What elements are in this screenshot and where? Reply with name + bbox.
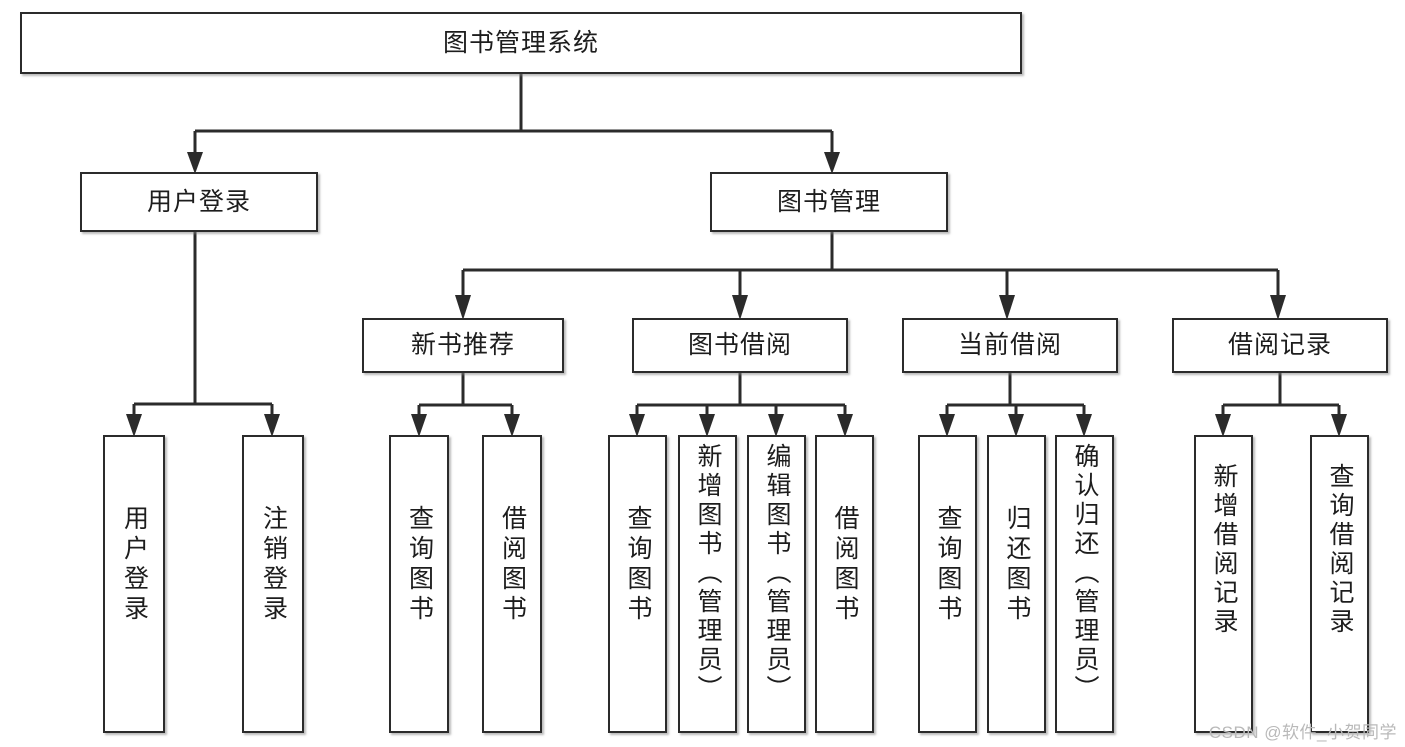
node-leaf-query-book-1[interactable]: 查询图书 — [389, 435, 449, 733]
node-leaf-borrow-book-2-label: 借阅图书 — [831, 505, 859, 625]
node-leaf-edit-book[interactable]: 编辑图书（管理员） — [747, 435, 806, 733]
node-leaf-confirm-return[interactable]: 确认归还（管理员） — [1055, 435, 1114, 733]
arrow-leaf-5 — [629, 414, 645, 437]
node-leaf-user-login[interactable]: 用户登录 — [103, 435, 165, 733]
node-leaf-logout[interactable]: 注销登录 — [242, 435, 304, 733]
node-root[interactable]: 图书管理系统 — [20, 12, 1022, 74]
node-book-borrow[interactable]: 图书借阅 — [632, 318, 848, 373]
node-leaf-query-book-2[interactable]: 查询图书 — [608, 435, 667, 733]
arrow-leaf-9 — [939, 414, 955, 437]
node-leaf-borrow-book-1[interactable]: 借阅图书 — [482, 435, 542, 733]
node-leaf-query-record-label: 查询借阅记录 — [1326, 463, 1354, 637]
node-leaf-confirm-return-label: 确认归还（管理员） — [1071, 443, 1099, 704]
node-leaf-query-record[interactable]: 查询借阅记录 — [1310, 435, 1369, 733]
arrow-leaf-6 — [699, 414, 715, 437]
node-leaf-add-record[interactable]: 新增借阅记录 — [1194, 435, 1253, 733]
csdn-watermark: CSDN @软件_小贺同学 — [1208, 723, 1397, 742]
arrow-book-borrow — [732, 295, 748, 320]
node-book-manage[interactable]: 图书管理 — [710, 172, 948, 232]
node-leaf-borrow-book-2[interactable]: 借阅图书 — [815, 435, 874, 733]
arrow-leaf-10 — [1008, 414, 1024, 437]
node-new-book-rec[interactable]: 新书推荐 — [362, 318, 564, 373]
node-borrow-record-label: 借阅记录 — [1227, 331, 1332, 359]
node-book-manage-label: 图书管理 — [776, 187, 881, 216]
node-leaf-user-login-label: 用户登录 — [120, 505, 149, 625]
node-leaf-add-book[interactable]: 新增图书（管理员） — [678, 435, 737, 733]
arrow-user-login — [187, 152, 203, 174]
node-leaf-edit-book-label: 编辑图书（管理员） — [763, 443, 791, 704]
node-leaf-add-book-label: 新增图书（管理员） — [694, 443, 722, 704]
node-leaf-query-book-2-label: 查询图书 — [624, 505, 652, 625]
node-new-book-rec-label: 新书推荐 — [410, 331, 515, 359]
node-leaf-borrow-book-1-label: 借阅图书 — [498, 505, 527, 625]
node-book-borrow-label: 图书借阅 — [687, 331, 792, 359]
node-leaf-return-book-label: 归还图书 — [1003, 505, 1031, 625]
node-leaf-add-record-label: 新增借阅记录 — [1210, 463, 1238, 637]
node-borrow-record[interactable]: 借阅记录 — [1172, 318, 1388, 373]
arrow-leaf-8 — [837, 414, 853, 437]
node-leaf-return-book[interactable]: 归还图书 — [987, 435, 1046, 733]
node-leaf-query-book-3-label: 查询图书 — [934, 505, 962, 625]
node-user-login-label: 用户登录 — [146, 187, 251, 216]
node-current-borrow[interactable]: 当前借阅 — [902, 318, 1118, 373]
arrow-leaf-11 — [1076, 414, 1092, 437]
arrow-leaf-12 — [1215, 414, 1231, 437]
node-current-borrow-label: 当前借阅 — [957, 331, 1062, 359]
arrow-leaf-3 — [411, 414, 427, 437]
node-leaf-logout-label: 注销登录 — [259, 505, 288, 625]
arrow-leaf-4 — [504, 414, 520, 437]
arrow-leaf-7 — [768, 414, 784, 437]
arrow-borrow-record — [1270, 295, 1286, 320]
node-leaf-query-book-3[interactable]: 查询图书 — [918, 435, 977, 733]
arrow-current-borrow — [999, 295, 1015, 320]
node-leaf-query-book-1-label: 查询图书 — [405, 505, 434, 625]
arrow-leaf-2 — [264, 414, 280, 437]
node-user-login[interactable]: 用户登录 — [80, 172, 318, 232]
arrow-book-manage — [824, 152, 840, 174]
arrow-leaf-1 — [126, 414, 142, 437]
arrow-new-book-rec — [455, 295, 471, 320]
node-root-label: 图书管理系统 — [442, 28, 599, 57]
arrow-leaf-13 — [1331, 414, 1347, 437]
